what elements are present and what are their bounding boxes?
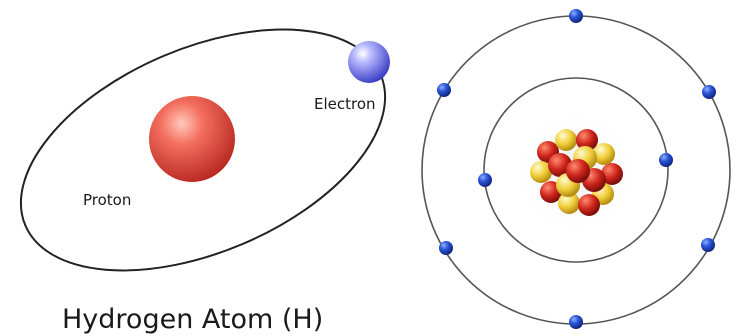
outer-shell-electron — [439, 241, 453, 255]
outer-shell-electron — [701, 238, 715, 252]
proton-label: Proton — [83, 191, 131, 209]
nucleus — [514, 110, 638, 234]
outer-shell-electron — [702, 85, 716, 99]
diagram-title: Hydrogen Atom (H) — [62, 304, 323, 335]
inner-shell — [483, 77, 669, 263]
outer-shell-electron — [569, 315, 583, 329]
inner-shell-electron — [478, 173, 492, 187]
electron — [348, 41, 390, 83]
hydrogen-atom-diagram: Proton Electron Hydrogen Atom (H) — [19, 28, 390, 335]
outer-shell-electron — [437, 83, 451, 97]
proton — [149, 96, 235, 182]
electron-label: Electron — [314, 95, 376, 113]
shell-atom-diagram — [421, 9, 731, 329]
outer-shell-electron — [569, 9, 583, 23]
inner-shell-electron — [659, 153, 673, 167]
